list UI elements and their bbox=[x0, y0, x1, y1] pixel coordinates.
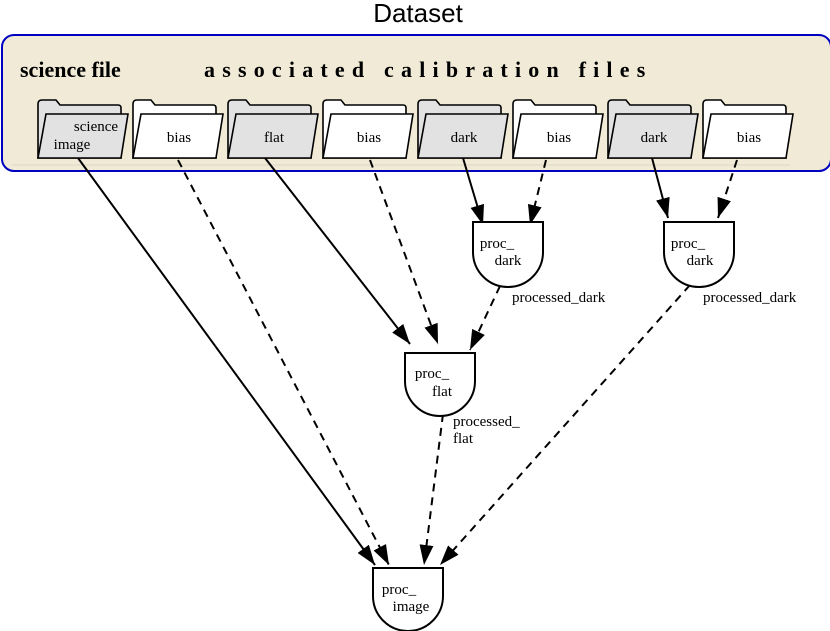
edge-label-processed-flat-line2: flat bbox=[453, 431, 474, 447]
file-folders: science image bias flat bias dark bias dark bias bbox=[37, 99, 794, 159]
science-file-label: science file bbox=[20, 57, 121, 82]
folder-label-line1: science bbox=[74, 119, 118, 135]
folder-front-icon bbox=[417, 113, 509, 159]
file-folder-science: science image bbox=[37, 99, 129, 159]
file-folder-bias3: bias bbox=[512, 99, 604, 159]
edge-bias1-to-proc-image bbox=[177, 159, 390, 566]
folder-front-icon bbox=[322, 113, 414, 159]
edge-bias3-to-proc-dark1 bbox=[527, 159, 547, 226]
folder-label: flat bbox=[264, 130, 285, 146]
proc-image-line2: image bbox=[393, 599, 430, 615]
edge-label-processed-dark-1: processed_dark bbox=[512, 290, 606, 306]
proc-image-line1: proc_ bbox=[382, 582, 417, 598]
file-folder-bias4: bias bbox=[702, 99, 794, 159]
folder-front-icon bbox=[227, 113, 319, 159]
folder-label: bias bbox=[547, 130, 571, 146]
edge-dark2-to-proc-dark2 bbox=[651, 157, 670, 219]
dataset-title: Dataset bbox=[373, 0, 463, 28]
calibration-files-label: associated calibration files bbox=[204, 57, 652, 82]
file-folder-bias1: bias bbox=[132, 99, 224, 159]
edges bbox=[77, 157, 738, 566]
file-folder-bias2: bias bbox=[322, 99, 414, 159]
folder-front-icon bbox=[607, 113, 699, 159]
proc-flat-line2: flat bbox=[432, 384, 453, 400]
edge-proc-dark2-to-proc-image bbox=[439, 284, 691, 566]
process-proc-dark1: proc_ dark bbox=[472, 221, 544, 288]
edge-dark1-to-proc-dark1 bbox=[462, 157, 484, 226]
edge-flat-to-proc-flat bbox=[264, 157, 411, 345]
folder-label-line2: image bbox=[54, 137, 91, 153]
folder-label: dark bbox=[641, 130, 668, 146]
process-proc-image: proc_ image bbox=[372, 567, 444, 631]
file-folder-dark1: dark bbox=[417, 99, 509, 159]
proc-flat-line1: proc_ bbox=[415, 366, 450, 382]
edge-science-to-proc-image bbox=[77, 157, 376, 566]
file-folder-flat: flat bbox=[227, 99, 319, 159]
edge-proc-flat-to-proc-image bbox=[419, 413, 444, 566]
proc-dark2-line1: proc_ bbox=[671, 236, 706, 252]
folder-front-icon bbox=[132, 113, 224, 159]
file-folder-dark2: dark bbox=[607, 99, 699, 159]
edge-bias2-to-proc-flat bbox=[369, 159, 439, 345]
proc-dark2-line2: dark bbox=[687, 253, 714, 269]
edge-label-processed-dark-2: processed_dark bbox=[703, 290, 797, 306]
edge-proc-dark1-to-proc-flat bbox=[469, 285, 501, 351]
folder-label: bias bbox=[167, 130, 191, 146]
folder-front-icon bbox=[37, 113, 129, 159]
folder-label: bias bbox=[357, 130, 381, 146]
process-proc-dark2: proc_ dark bbox=[663, 221, 735, 288]
folder-label: bias bbox=[737, 130, 761, 146]
process-proc-flat: proc_ flat bbox=[404, 352, 476, 417]
proc-dark1-line1: proc_ bbox=[480, 236, 515, 252]
proc-dark1-line2: dark bbox=[495, 253, 522, 269]
edge-label-processed-flat-line1: processed_ bbox=[453, 414, 520, 430]
folder-label: dark bbox=[451, 130, 478, 146]
folder-front-icon bbox=[702, 113, 794, 159]
folder-front-icon bbox=[512, 113, 604, 159]
edge-bias4-to-proc-dark2 bbox=[717, 159, 738, 219]
